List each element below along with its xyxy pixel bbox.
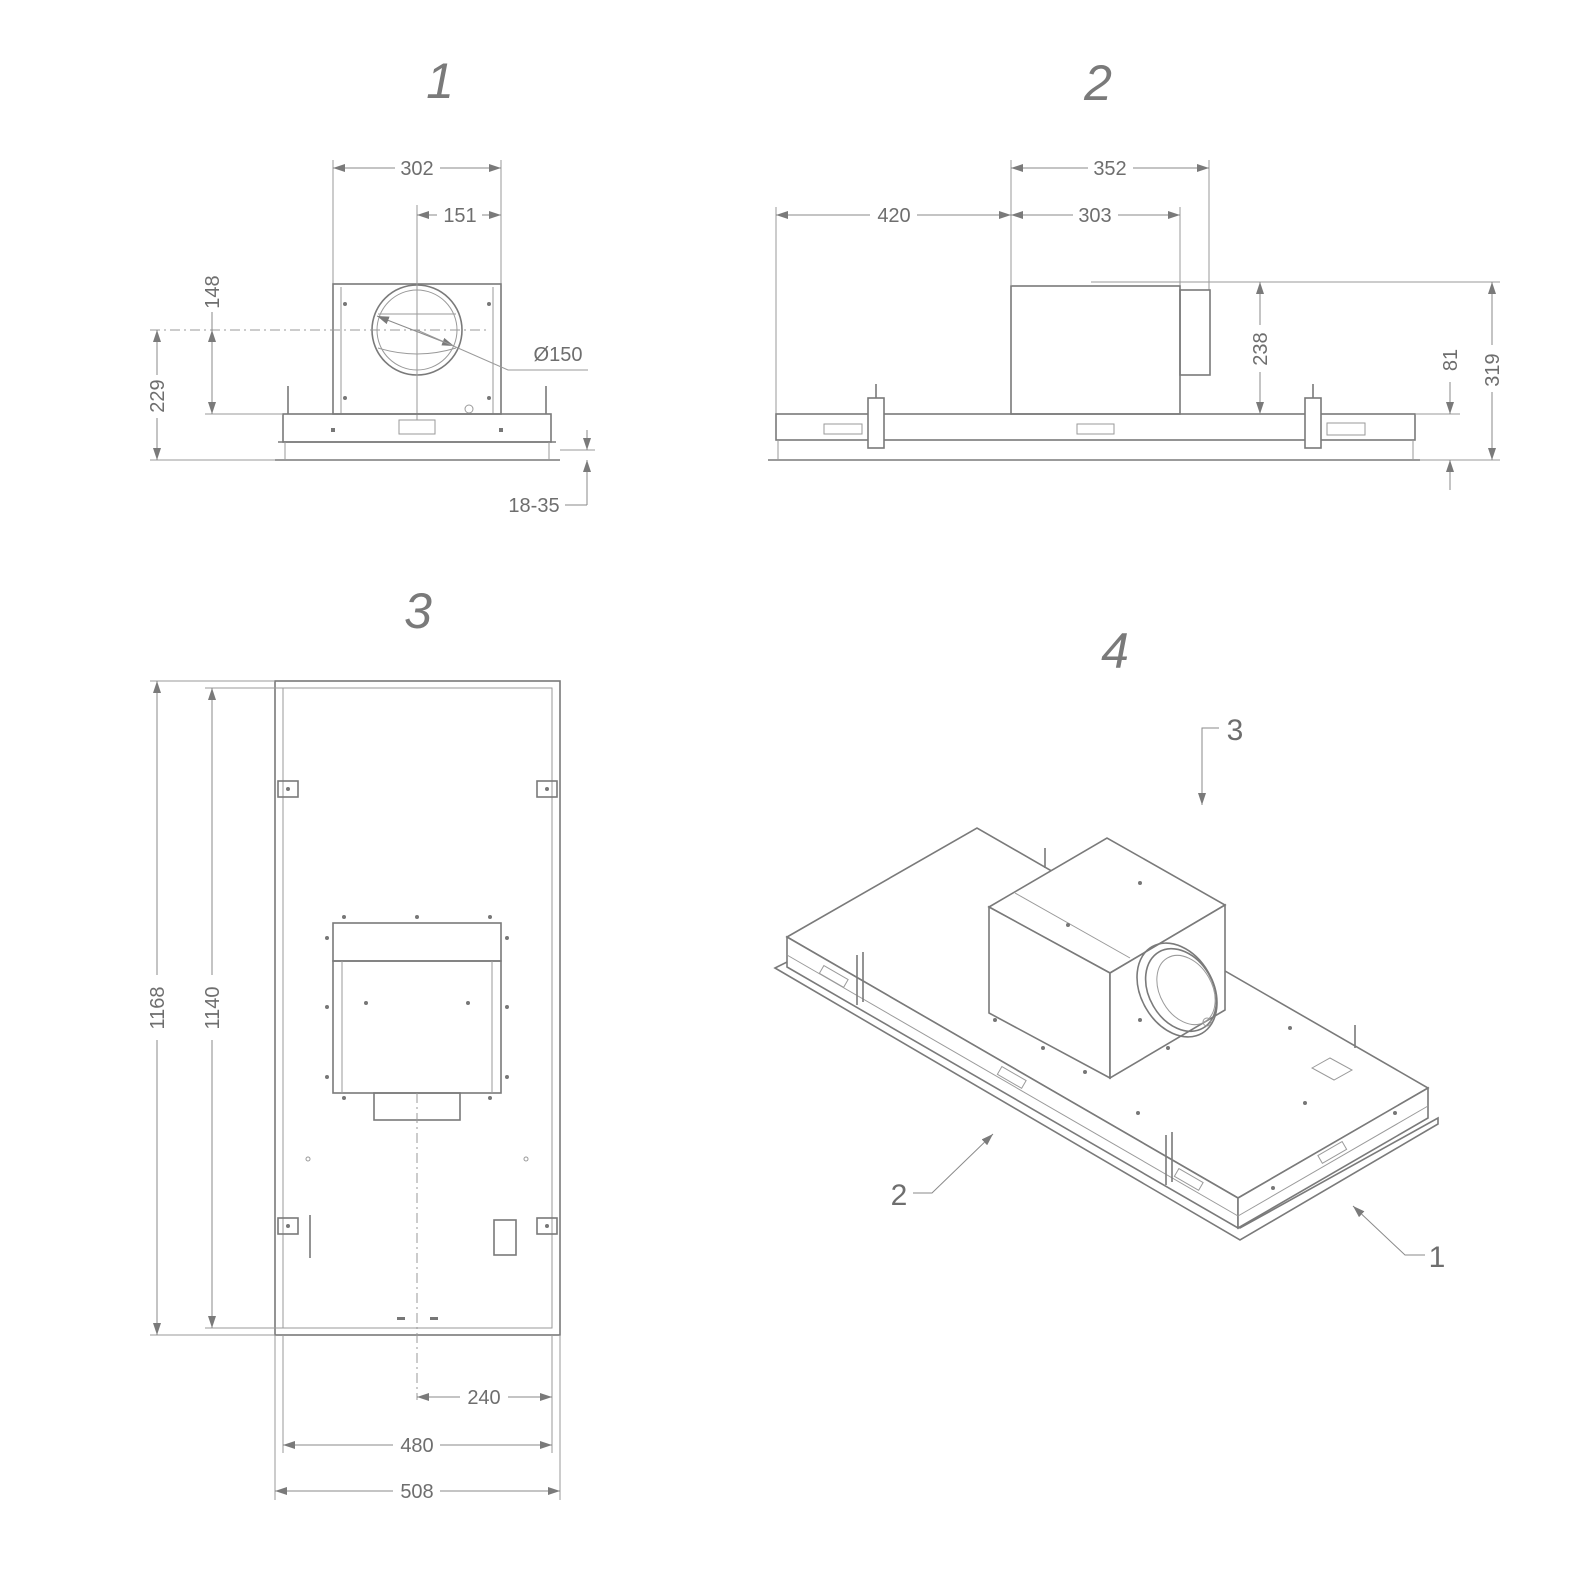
view-label-1: 1 <box>426 53 454 109</box>
dim-302: 302 <box>400 158 433 180</box>
dim-240: 240 <box>467 1387 500 1409</box>
dim-229: 229 <box>147 379 169 412</box>
dim-diameter-150: Ø150 <box>534 344 583 366</box>
dim-352: 352 <box>1093 158 1126 180</box>
dim-1168: 1168 <box>147 986 169 1029</box>
dim-303: 303 <box>1078 205 1111 227</box>
dim-81: 81 <box>1440 349 1462 371</box>
callout-1: 1 <box>1429 1241 1446 1274</box>
dim-508: 508 <box>400 1481 433 1503</box>
dim-18-35: 18-35 <box>508 495 559 517</box>
view-label-2: 2 <box>1083 55 1112 111</box>
view-2-side: 2 352 420 303 <box>768 55 1504 490</box>
dim-148: 148 <box>202 275 224 308</box>
dim-319: 319 <box>1482 353 1504 386</box>
dim-1140: 1140 <box>202 986 224 1029</box>
dim-238: 238 <box>1250 332 1272 365</box>
dim-151: 151 <box>443 205 476 227</box>
view-label-4: 4 <box>1101 623 1129 679</box>
dim-480: 480 <box>400 1435 433 1457</box>
view-label-3: 3 <box>404 583 432 639</box>
view-1-front: 1 302 151 <box>147 53 595 517</box>
view-4-isometric: 4 3 <box>773 623 1446 1274</box>
dim-420: 420 <box>877 205 910 227</box>
callout-2: 2 <box>891 1179 908 1212</box>
mounting-dots <box>305 915 529 1320</box>
callout-3: 3 <box>1227 714 1244 747</box>
view-3-top: 3 1168 <box>147 583 561 1503</box>
